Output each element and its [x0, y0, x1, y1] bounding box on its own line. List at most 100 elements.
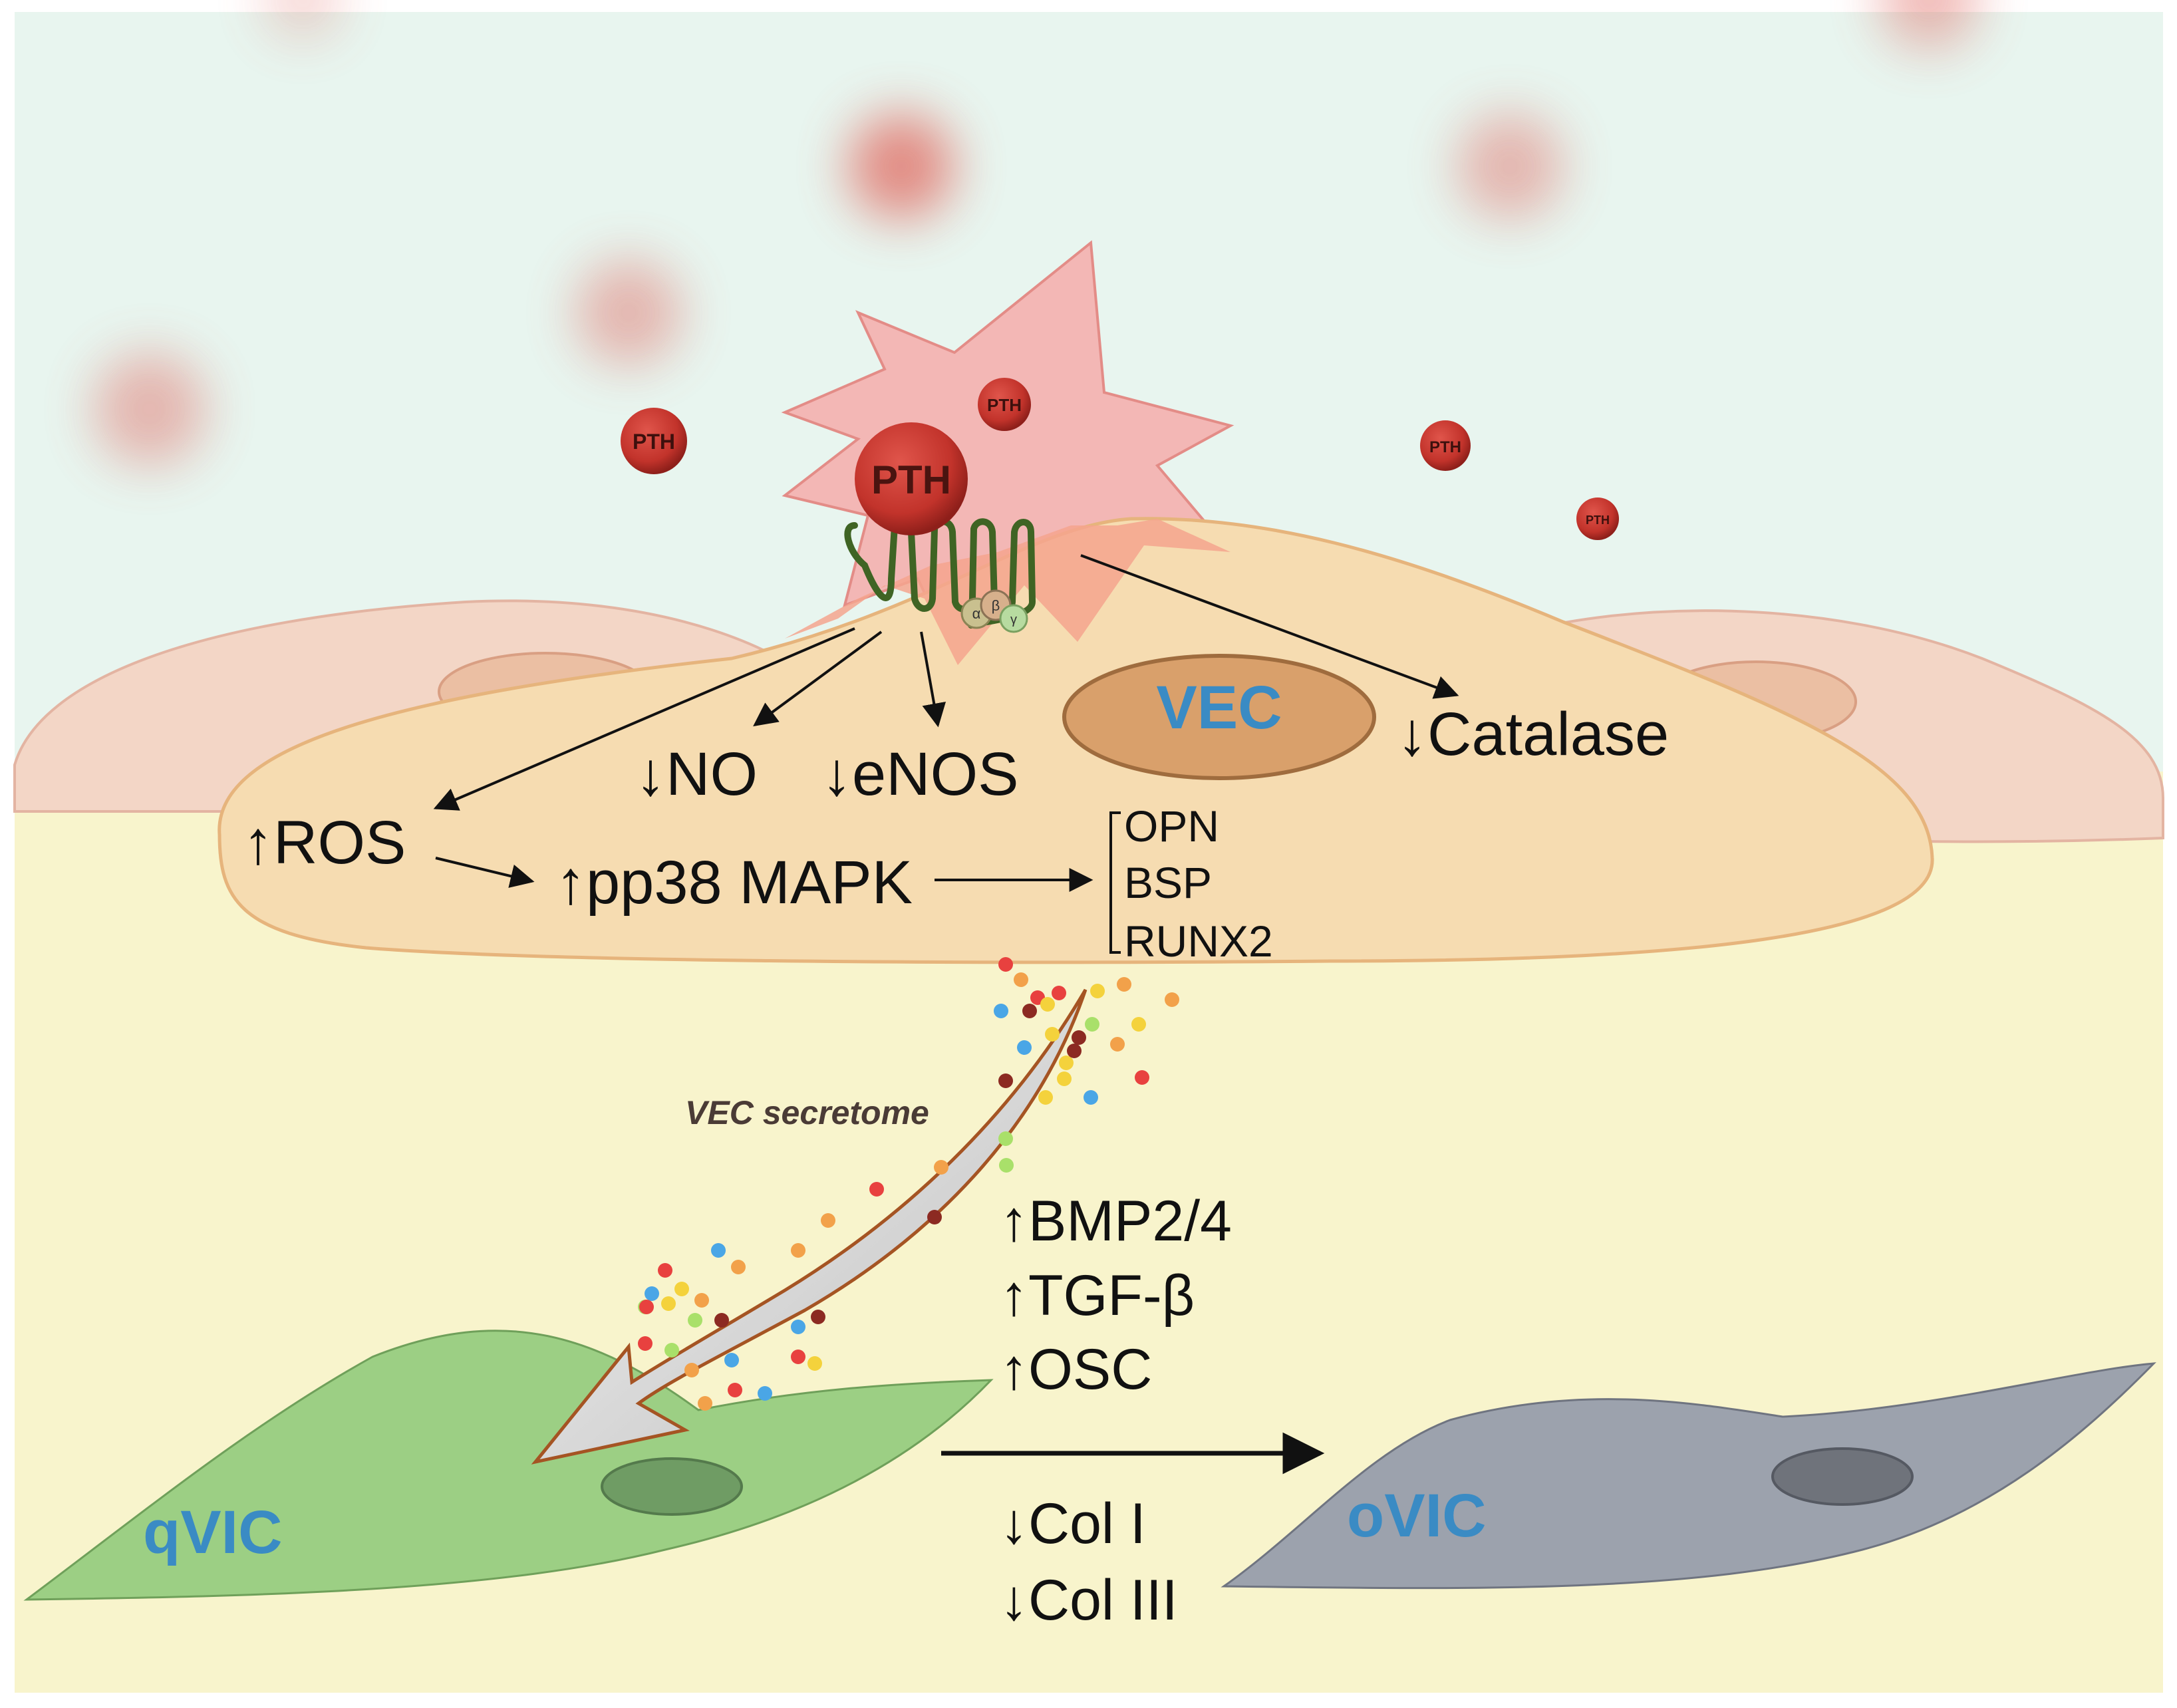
- g-gamma: [999, 604, 1028, 633]
- secretome-particle: [645, 1286, 659, 1301]
- pth-main-label: PTH: [871, 458, 951, 502]
- secretome-particle: [658, 1263, 672, 1278]
- catalase-label: ↓Catalase: [1397, 700, 1669, 768]
- secretome-particle: [1117, 977, 1131, 992]
- diffuse-pth-haze: [93, 0, 1979, 466]
- vec-nucleus: [1062, 654, 1376, 780]
- g-protein: α β γ: [960, 589, 1028, 633]
- collagen-3: ↓Col III: [1000, 1568, 1178, 1632]
- pth-small-2-label: PTH: [987, 395, 1022, 415]
- secretome-particle: [1038, 1090, 1053, 1105]
- qvic-nucleus: [601, 1457, 743, 1516]
- pth-main: PTH: [855, 422, 968, 535]
- secretome-particle: [1165, 992, 1179, 1007]
- ovic-cell: [1221, 1362, 2156, 1590]
- secretome-particle: [1045, 1027, 1060, 1042]
- secretome-particle: [791, 1320, 805, 1334]
- factor-bmp: ↑BMP2/4: [1000, 1189, 1232, 1253]
- secretome-particle: [869, 1182, 884, 1197]
- gene-bracket: [1109, 811, 1121, 954]
- secretome-particle: [1110, 1037, 1125, 1052]
- g-gamma-label: γ: [1010, 613, 1017, 627]
- secretome-particle: [1057, 1071, 1072, 1086]
- secretome-particle: [1059, 1056, 1074, 1070]
- secretome-particle: [998, 1073, 1013, 1088]
- pth-small-3: PTH: [1420, 420, 1471, 471]
- secretome-label: VEC secretome: [685, 1094, 929, 1131]
- secretome-particle: [1052, 986, 1066, 1000]
- pth-small-3-label: PTH: [1429, 438, 1461, 456]
- secretome-particle: [791, 1350, 805, 1364]
- secretome-particle: [1014, 972, 1028, 987]
- secretome-particle: [998, 1131, 1013, 1146]
- gene-opn: OPN: [1124, 801, 1219, 851]
- pth-receptor: [844, 517, 1036, 629]
- secretome-particle: [807, 1356, 822, 1371]
- factor-osc: ↑OSC: [1000, 1338, 1152, 1401]
- secretome-particle: [999, 1158, 1014, 1173]
- secretome-particle: [724, 1353, 739, 1367]
- secretome-particle: [1072, 1030, 1086, 1045]
- ovic-label: oVIC: [1347, 1482, 1487, 1550]
- arrow-to-enos: [920, 631, 946, 728]
- secretome-particle: [684, 1363, 699, 1377]
- factor-tgf: ↑TGF-β: [1000, 1264, 1195, 1328]
- qvic-label: qVIC: [143, 1498, 283, 1566]
- secretome-particle: [1040, 997, 1055, 1012]
- arrow-to-catalase: [1080, 554, 1459, 699]
- secretome-particle: [731, 1260, 746, 1274]
- secretome-particle: [927, 1210, 942, 1224]
- secretome-particle: [639, 1300, 654, 1314]
- signaling-arrows: [433, 554, 1459, 1475]
- burst-overlay: [785, 519, 1231, 665]
- secretome-particle: [664, 1343, 679, 1357]
- no-label: ↓NO: [635, 740, 758, 808]
- pth-small-1: PTH: [621, 408, 687, 474]
- secretome-particle: [1135, 1070, 1149, 1085]
- arrow-to-ros: [433, 627, 855, 811]
- secretome-particle: [1085, 1017, 1099, 1032]
- gene-bsp: BSP: [1124, 858, 1212, 907]
- secretome-particle: [1090, 984, 1105, 998]
- secretome-particle: [1131, 1017, 1146, 1032]
- secretome-particle: [758, 1386, 772, 1401]
- g-alpha-label: α: [972, 605, 981, 622]
- collagen-1: ↓Col I: [1000, 1492, 1146, 1556]
- ovic-nucleus: [1771, 1447, 1914, 1506]
- ros-label: ↑ROS: [243, 809, 406, 877]
- vec-label: VEC: [1156, 674, 1282, 742]
- gene-runx2: RUNX2: [1124, 917, 1273, 966]
- secretome-particle: [1017, 1040, 1032, 1055]
- secretome-particle: [1067, 1044, 1082, 1058]
- secretome-particle: [934, 1160, 948, 1175]
- secretome-particle: [674, 1282, 689, 1296]
- mapk-label: ↑pp38 MAPK: [555, 849, 913, 917]
- secretome-particle: [714, 1313, 729, 1328]
- secretome-particle: [638, 1336, 653, 1351]
- pth-small-1-label: PTH: [633, 430, 675, 454]
- secretome-particle: [791, 1243, 805, 1258]
- secretome-particle: [728, 1383, 742, 1397]
- secretome-particle: [711, 1243, 726, 1258]
- pth-small-2: PTH: [978, 378, 1031, 431]
- secretome-particle: [661, 1296, 676, 1311]
- secretome-particle: [698, 1396, 712, 1411]
- secretome-particle: [694, 1293, 709, 1308]
- secretome-particles: [638, 957, 1179, 1411]
- enos-label: ↓eNOS: [821, 740, 1019, 808]
- secretome-particle: [821, 1213, 835, 1228]
- pth-small-4-label: PTH: [1586, 513, 1610, 527]
- secretome-particle: [688, 1313, 702, 1328]
- pth-small-4: PTH: [1576, 498, 1619, 540]
- secretome-particle: [998, 957, 1013, 972]
- secretome-particle: [811, 1310, 825, 1324]
- g-beta-label: β: [992, 597, 1000, 614]
- secretome-particle: [1084, 1090, 1098, 1105]
- secretome-particle: [1022, 1004, 1037, 1018]
- secretome-particle: [994, 1004, 1008, 1018]
- qvic-cell: [23, 1330, 994, 1601]
- arrow-to-no: [753, 631, 883, 727]
- secretome-arrow: [531, 988, 1088, 1465]
- arrow-ros-to-mapk: [435, 857, 535, 888]
